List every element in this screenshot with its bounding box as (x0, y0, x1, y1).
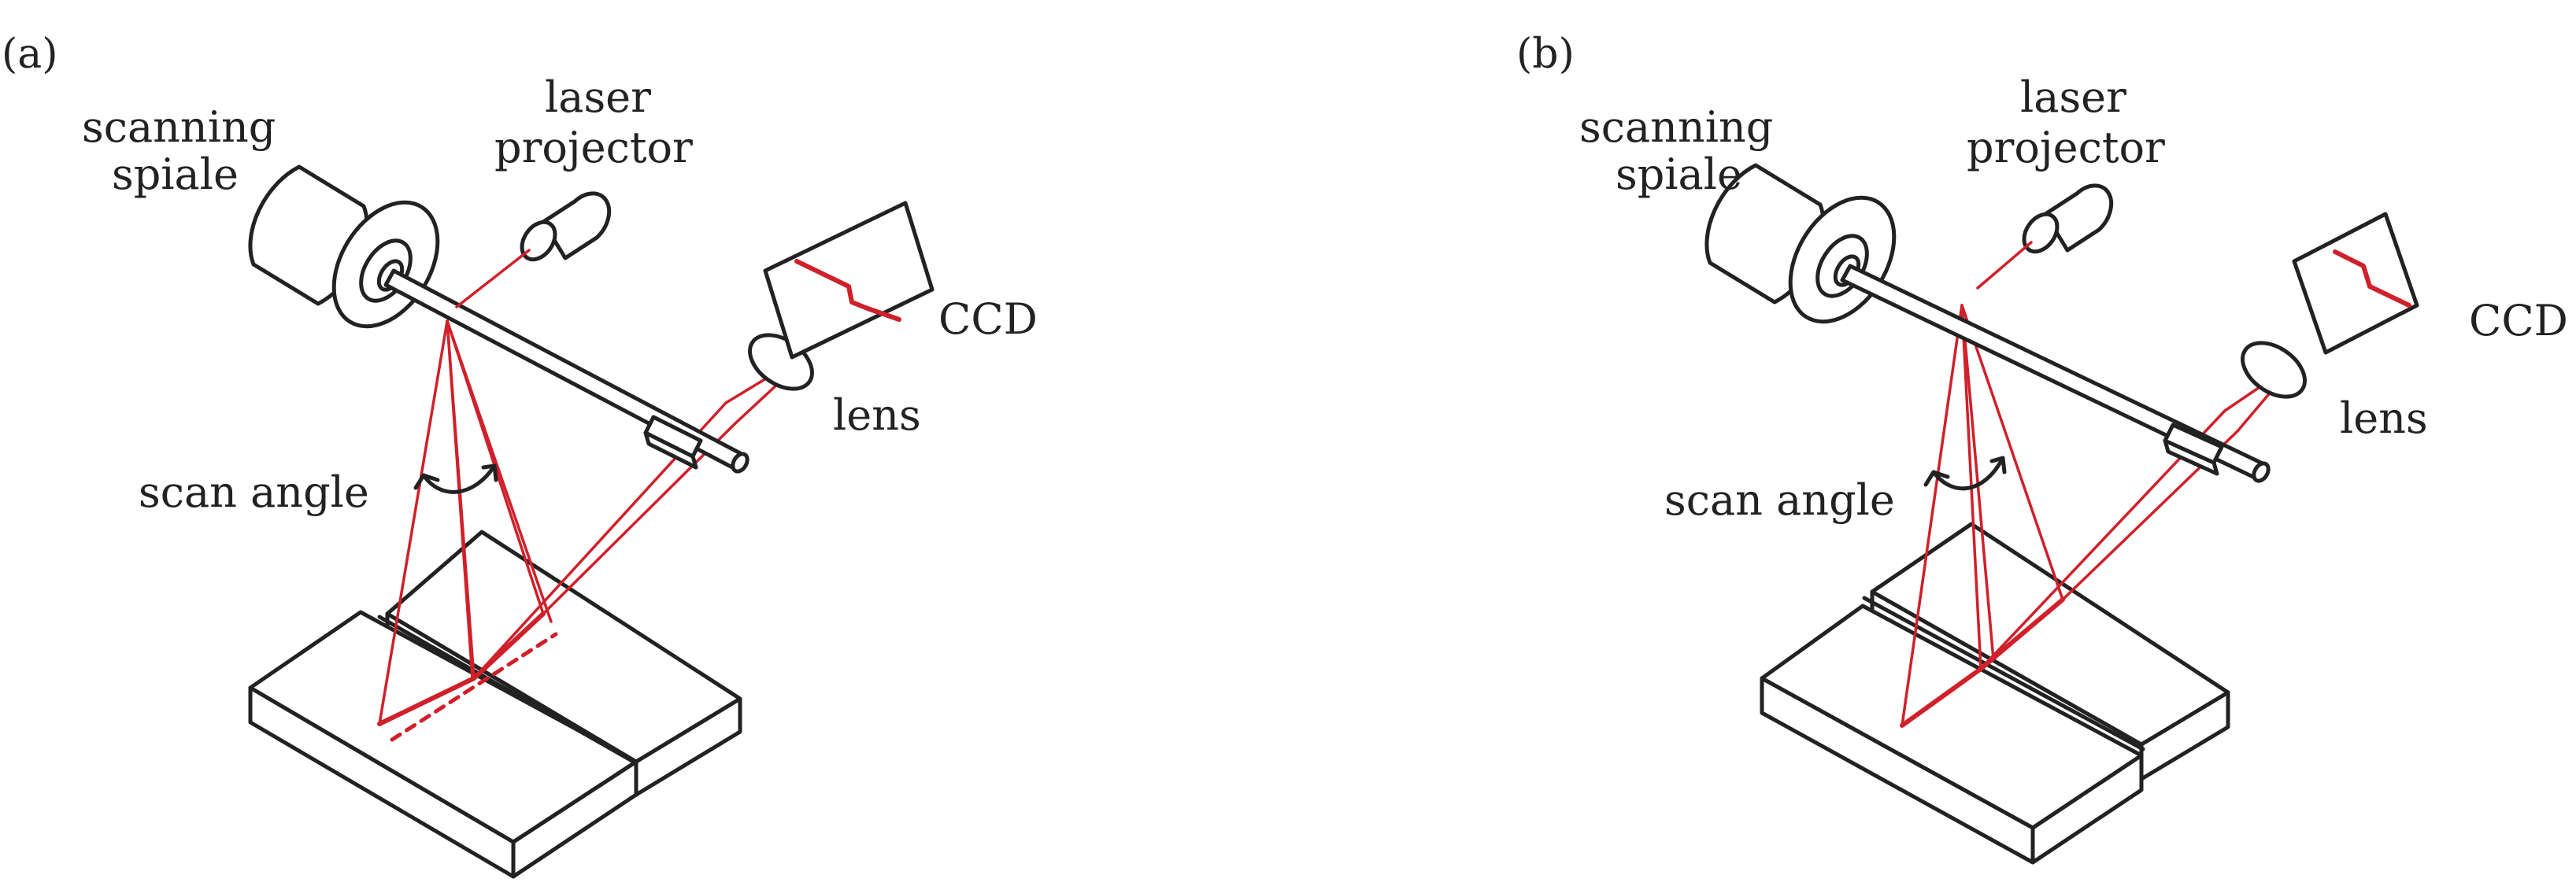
laser-projector-label-line2: projector (1967, 123, 2165, 172)
projector-body (541, 191, 612, 260)
scanning-spindle-label-line2: spiale (112, 150, 239, 199)
ccd-label: CCD (2469, 296, 2568, 345)
scan-angle-arc (1931, 456, 2005, 491)
panel-b: (b) (1516, 31, 2568, 865)
weld-seam-edge (377, 615, 638, 766)
workpiece-plates (1760, 522, 2230, 865)
projector-beam (1976, 241, 2033, 290)
panel-a-label: (a) (2, 31, 58, 78)
scan-angle-arrowhead-left (413, 473, 440, 490)
laser-projector (1976, 183, 2114, 290)
scan-angle-label: scan angle (1664, 475, 1895, 525)
shaft-collar-top (643, 415, 703, 459)
front-plate-top (1760, 604, 2144, 830)
ccd-sensor (2292, 212, 2419, 355)
projector-beam (455, 249, 531, 308)
lens-icon (2241, 341, 2307, 399)
shaft-tip (731, 452, 749, 474)
scan-angle-arrowhead-right (481, 463, 498, 482)
scan-angle-label: scan angle (139, 467, 369, 517)
laser-projector-label-line1: laser (2020, 72, 2126, 122)
ccd-laser-profile (2333, 249, 2411, 308)
panel-b-label: (b) (1516, 31, 1575, 78)
shaft-tip (2252, 461, 2271, 483)
panel-a: (a) (2, 31, 1038, 879)
laser-projector-label-line2: projector (494, 123, 693, 172)
ccd-frame (2292, 212, 2419, 355)
laser-projector (455, 191, 612, 308)
lens-label: lens (2340, 393, 2428, 443)
ccd-label: CCD (938, 294, 1038, 344)
laser-scan-fan (377, 319, 558, 742)
shaft-collar-top (2163, 423, 2224, 465)
scan-angle-arrows (413, 463, 498, 494)
lens-label: lens (833, 390, 921, 440)
back-plate-top (385, 530, 742, 764)
scanning-spindle-label-line1: scanning (82, 102, 276, 152)
ccd-laser-profile (794, 259, 901, 322)
scan-angle-arc (421, 463, 497, 494)
scan-angle-arrows (1923, 456, 2007, 491)
ccd-sensor (763, 201, 935, 360)
scanning-spindle-label-line1: scanning (1579, 102, 1773, 152)
dashed-scan-line (390, 632, 558, 742)
scan-angle-arrowhead-right (1989, 456, 2007, 474)
ccd-frame (763, 201, 935, 360)
projector-body (2043, 183, 2114, 253)
workpiece-plates (248, 530, 742, 879)
scanning-spindle (248, 164, 749, 474)
scan-angle-arrowhead-left (1923, 470, 1950, 487)
scanning-spindle-label-line2: spiale (1616, 150, 1742, 199)
back-plate-top (1870, 522, 2230, 747)
weld-seam-edge (1862, 596, 2145, 751)
laser-projector-label-line1: laser (545, 72, 651, 122)
scanning-spindle (1704, 163, 2271, 483)
